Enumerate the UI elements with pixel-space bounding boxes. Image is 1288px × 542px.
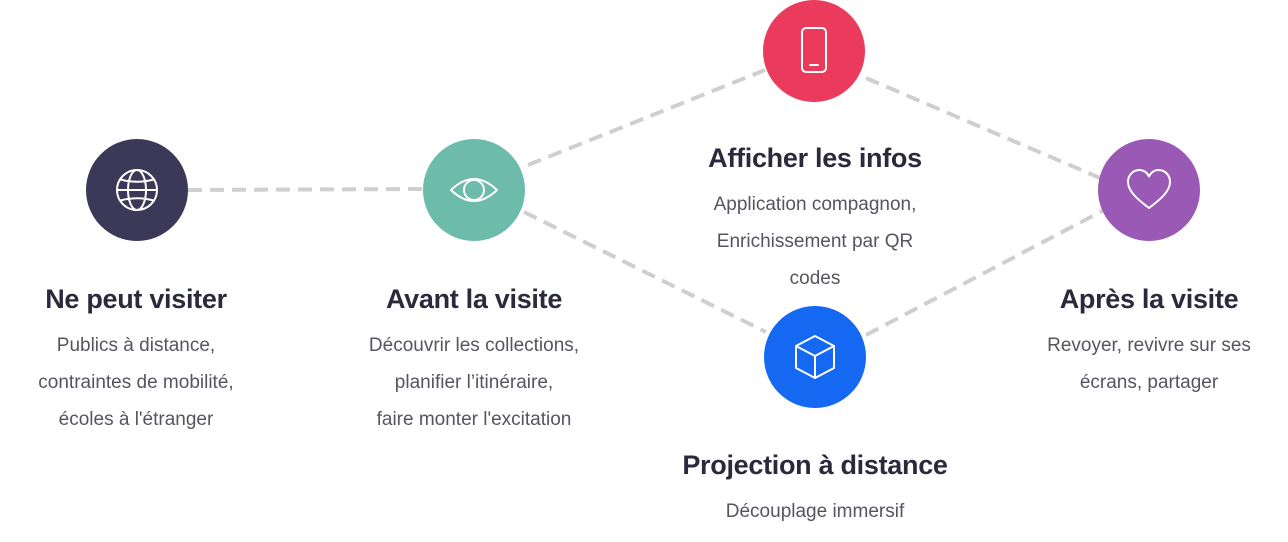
smartphone-node <box>763 0 865 102</box>
globe-icon <box>116 169 158 211</box>
after-block: Après la visite Revoyer, revivre sur ses… <box>1018 284 1280 401</box>
connector-projection-after <box>865 208 1105 337</box>
info-line-2: Enrichissement par QR <box>716 231 914 252</box>
before-line-3: faire monter l'excitation <box>376 409 572 430</box>
eye-icon <box>450 178 498 202</box>
before-title: Avant la visite <box>385 284 563 314</box>
info-title: Afficher les infos <box>708 143 922 173</box>
projection-line-1: Découplage immersif <box>725 501 905 522</box>
before-block: Avant la visite Découvrir les collection… <box>319 284 629 438</box>
projection-title: Projection à distance <box>682 450 948 480</box>
globe-node <box>86 139 188 241</box>
connector-remote-before <box>187 187 423 192</box>
projection-description: Découplage immersif <box>642 493 988 530</box>
info-description: Application compagnon, Enrichissement pa… <box>662 186 968 297</box>
before-line-1: Découvrir les collections, <box>368 335 580 356</box>
after-title: Après la visite <box>1059 284 1239 314</box>
heart-node <box>1098 139 1200 241</box>
smartphone-icon <box>801 27 827 73</box>
before-line-2: planifier l’itinéraire, <box>394 372 554 393</box>
cube-icon <box>795 335 835 379</box>
after-line-2: écrans, partager <box>1079 372 1219 393</box>
projection-block: Projection à distance Découplage immersi… <box>642 450 988 530</box>
remote-title: Ne peut visiter <box>45 284 227 314</box>
info-line-1: Application compagnon, <box>713 194 917 215</box>
remote-line-3: écoles à l'étranger <box>58 409 214 430</box>
remote-description: Publics à distance, contraintes de mobil… <box>0 327 272 438</box>
remote-line-2: contraintes de mobilité, <box>38 372 234 393</box>
info-line-3: codes <box>789 268 841 289</box>
remote-block: Ne peut visiter Publics à distance, cont… <box>0 284 272 438</box>
after-description: Revoyer, revivre sur ses écrans, partage… <box>1018 327 1280 401</box>
after-line-1: Revoyer, revivre sur ses <box>1047 335 1251 356</box>
cube-node <box>764 306 866 408</box>
info-block: Afficher les infos Application compagnon… <box>662 143 968 297</box>
eye-node <box>423 139 525 241</box>
heart-icon <box>1127 169 1171 209</box>
before-description: Découvrir les collections, planifier l’i… <box>319 327 629 438</box>
connector-before-projection <box>523 210 767 334</box>
remote-line-1: Publics à distance, <box>56 335 216 356</box>
